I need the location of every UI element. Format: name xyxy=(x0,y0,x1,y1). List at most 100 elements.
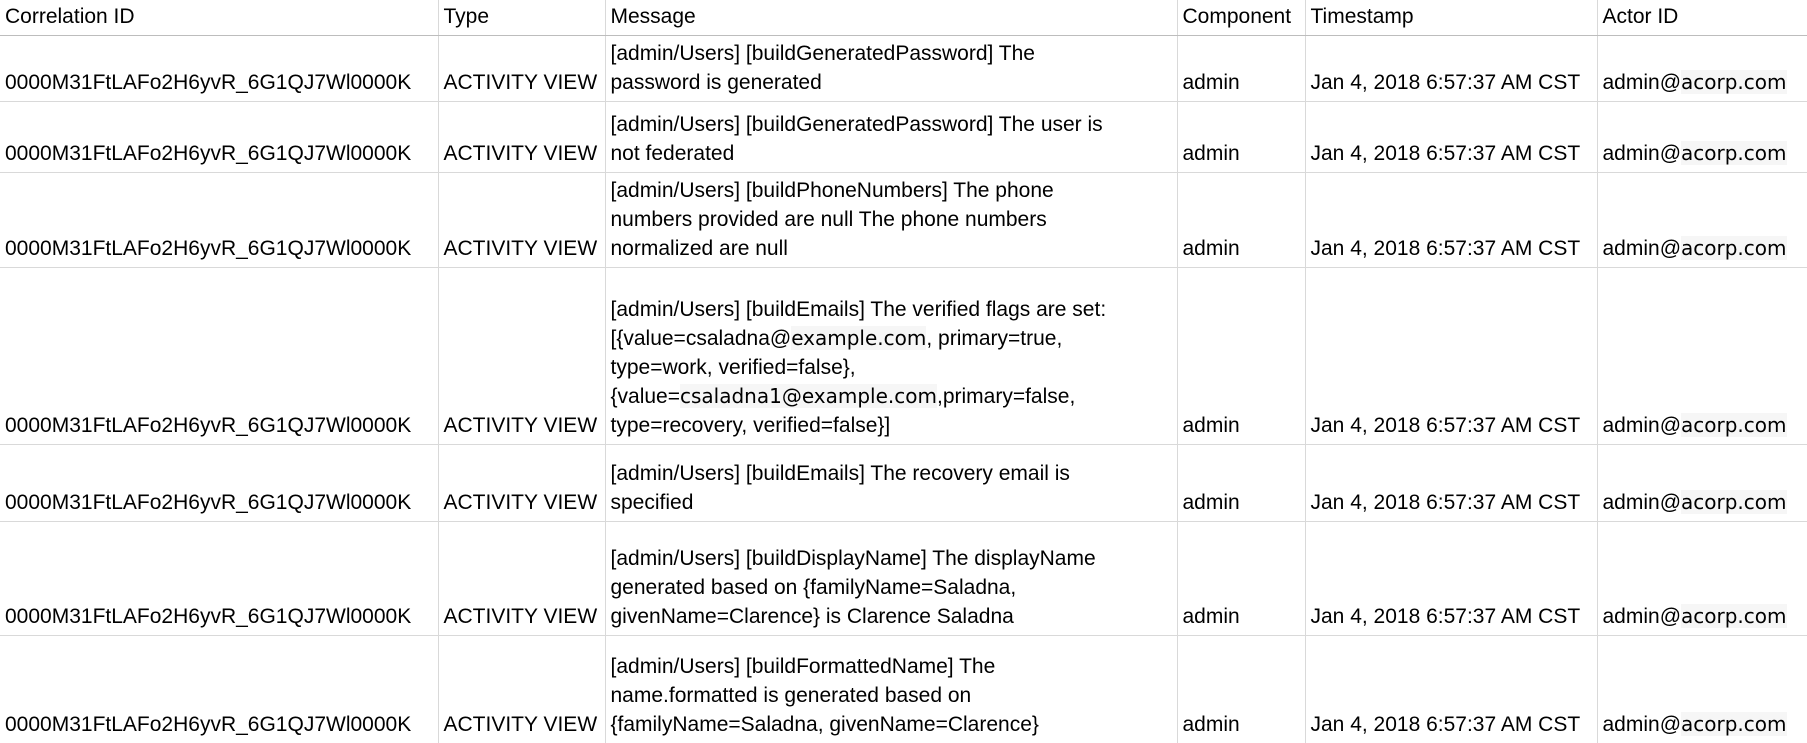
text-segment: type=work, verified=false}, xyxy=(610,356,856,379)
cell-timestamp[interactable]: Jan 4, 2018 6:57:37 AM CST xyxy=(1304,101,1598,173)
cell-timestamp[interactable]: Jan 4, 2018 6:57:37 AM CST xyxy=(1304,35,1598,102)
text-segment: [{value=csaladna@ xyxy=(610,327,792,350)
text-segment: admin@ xyxy=(1602,605,1682,628)
text-segment: [admin/Users] [buildEmails] The verified… xyxy=(610,298,1107,321)
cell-type[interactable]: ACTIVITY VIEW xyxy=(437,521,606,636)
message-line: normalized are null xyxy=(611,234,1174,263)
text-segment: generated based on {familyName=Saladna, xyxy=(610,576,1017,599)
cell-correlation-id[interactable]: 0000M31FtLAFo2H6yvR_6G1QJ7Wl0000K xyxy=(0,172,439,268)
redacted-text: acorp.com xyxy=(1681,413,1787,437)
message-line: [admin/Users] [buildEmails] The verified… xyxy=(611,295,1174,324)
text-segment: [admin/Users] [buildFormattedName] The xyxy=(610,654,996,678)
cell-timestamp[interactable]: Jan 4, 2018 6:57:37 AM CST xyxy=(1304,172,1598,268)
column-header-message[interactable]: Message xyxy=(604,0,1178,36)
column-header-actor-id[interactable]: Actor ID xyxy=(1596,0,1807,36)
text-segment: specified xyxy=(610,491,694,514)
cell-message[interactable]: [admin/Users] [buildGeneratedPassword] T… xyxy=(604,101,1178,173)
text-segment: admin@ xyxy=(1602,491,1682,514)
cell-actor-id[interactable]: admin@acorp.com xyxy=(1596,172,1807,268)
text-segment: normalized are null xyxy=(610,237,788,260)
cell-actor-id[interactable]: admin@acorp.com xyxy=(1596,267,1807,445)
column-header-type[interactable]: Type xyxy=(437,0,606,36)
text-segment: admin@ xyxy=(1602,414,1682,437)
redacted-text: acorp.com xyxy=(1681,236,1787,260)
text-segment: [admin/Users] [buildDisplayName] The dis… xyxy=(610,547,1096,570)
message-line: {familyName=Saladna, givenName=Clarence} xyxy=(611,710,1174,739)
cell-correlation-id[interactable]: 0000M31FtLAFo2H6yvR_6G1QJ7Wl0000K xyxy=(0,267,439,445)
column-header-timestamp[interactable]: Timestamp xyxy=(1304,0,1598,36)
cell-correlation-id[interactable]: 0000M31FtLAFo2H6yvR_6G1QJ7Wl0000K xyxy=(0,635,439,743)
message-line: generated based on {familyName=Saladna, xyxy=(611,573,1174,602)
cell-type[interactable]: ACTIVITY VIEW xyxy=(437,172,606,268)
cell-correlation-id[interactable]: 0000M31FtLAFo2H6yvR_6G1QJ7Wl0000K xyxy=(0,101,439,173)
redacted-text: acorp.com xyxy=(1681,604,1787,628)
text-segment: , primary=true, xyxy=(926,327,1063,350)
message-line: givenName=Clarence} is Clarence Saladna xyxy=(611,602,1174,631)
text-segment: type=recovery, verified=false}] xyxy=(610,414,891,437)
cell-correlation-id[interactable]: 0000M31FtLAFo2H6yvR_6G1QJ7Wl0000K xyxy=(0,444,439,522)
cell-message[interactable]: [admin/Users] [buildGeneratedPassword] T… xyxy=(604,35,1178,102)
cell-type[interactable]: ACTIVITY VIEW xyxy=(437,35,606,102)
redacted-text: acorp.com xyxy=(1681,490,1787,514)
cell-message[interactable]: [admin/Users] [buildEmails] The verified… xyxy=(604,267,1178,445)
cell-type[interactable]: ACTIVITY VIEW xyxy=(437,267,606,445)
cell-type[interactable]: ACTIVITY VIEW xyxy=(437,444,606,522)
cell-correlation-id[interactable]: 0000M31FtLAFo2H6yvR_6G1QJ7Wl0000K xyxy=(0,35,439,102)
cell-actor-id[interactable]: admin@acorp.com xyxy=(1596,101,1807,173)
cell-component[interactable]: admin xyxy=(1176,444,1306,522)
cell-timestamp[interactable]: Jan 4, 2018 6:57:37 AM CST xyxy=(1304,444,1598,522)
cell-component[interactable]: admin xyxy=(1176,101,1306,173)
message-line: [admin/Users] [buildGeneratedPassword] T… xyxy=(611,39,1174,68)
text-segment: admin@ xyxy=(1602,142,1682,165)
cell-type[interactable]: ACTIVITY VIEW xyxy=(437,635,606,743)
redacted-text: acorp.com xyxy=(1681,70,1787,94)
text-segment: [admin/Users] [buildGeneratedPassword] T… xyxy=(610,42,1036,65)
message-line: {value=csaladna1@example.com,primary=fal… xyxy=(611,382,1174,411)
text-segment: ,primary=false, xyxy=(936,385,1076,408)
message-line: not federated xyxy=(611,139,1174,168)
cell-actor-id[interactable]: admin@acorp.com xyxy=(1596,35,1807,102)
cell-type[interactable]: ACTIVITY VIEW xyxy=(437,101,606,173)
cell-timestamp[interactable]: Jan 4, 2018 6:57:37 AM CST xyxy=(1304,635,1598,743)
redacted-text: example.com xyxy=(791,326,927,350)
message-line: [admin/Users] [buildPhoneNumbers] The ph… xyxy=(611,176,1174,205)
cell-timestamp[interactable]: Jan 4, 2018 6:57:37 AM CST xyxy=(1304,267,1598,445)
cell-actor-id[interactable]: admin@acorp.com xyxy=(1596,444,1807,522)
cell-actor-id[interactable]: admin@acorp.com xyxy=(1596,635,1807,743)
cell-timestamp[interactable]: Jan 4, 2018 6:57:37 AM CST xyxy=(1304,521,1598,636)
cell-component[interactable]: admin xyxy=(1176,521,1306,636)
redacted-text: csaladna1@example.com xyxy=(679,384,937,408)
text-segment: admin@ xyxy=(1602,71,1682,94)
message-line: password is generated xyxy=(611,68,1174,97)
column-header-correlation-id[interactable]: Correlation ID xyxy=(0,0,439,36)
table-header-row: Correlation ID Type Message Component Ti… xyxy=(0,0,1807,36)
text-segment: {familyName=Saladna, givenName=Clarence} xyxy=(610,712,1039,736)
cell-message[interactable]: [admin/Users] [buildDisplayName] The dis… xyxy=(604,521,1178,636)
message-line: [{value=csaladna@example.com, primary=tr… xyxy=(611,324,1174,353)
text-segment: givenName=Clarence} is Clarence Saladna xyxy=(610,605,1014,628)
message-line: numbers provided are null The phone numb… xyxy=(611,205,1174,234)
redacted-text: acorp.com xyxy=(1681,711,1787,736)
column-header-component[interactable]: Component xyxy=(1176,0,1306,36)
cell-component[interactable]: admin xyxy=(1176,267,1306,445)
cell-correlation-id[interactable]: 0000M31FtLAFo2H6yvR_6G1QJ7Wl0000K xyxy=(0,521,439,636)
message-line: [admin/Users] [buildEmails] The recovery… xyxy=(611,459,1174,488)
cell-message[interactable]: [admin/Users] [buildEmails] The recovery… xyxy=(604,444,1178,522)
redacted-text: acorp.com xyxy=(1681,141,1787,165)
cell-component[interactable]: admin xyxy=(1176,35,1306,102)
text-segment: numbers provided are null The phone numb… xyxy=(610,208,1047,231)
cell-message[interactable]: [admin/Users] [buildPhoneNumbers] The ph… xyxy=(604,172,1178,268)
cell-component[interactable]: admin xyxy=(1176,172,1306,268)
message-line: specified xyxy=(611,488,1174,517)
text-segment: [admin/Users] [buildEmails] The recovery… xyxy=(610,462,1070,485)
cell-actor-id[interactable]: admin@acorp.com xyxy=(1596,521,1807,636)
cell-component[interactable]: admin xyxy=(1176,635,1306,743)
